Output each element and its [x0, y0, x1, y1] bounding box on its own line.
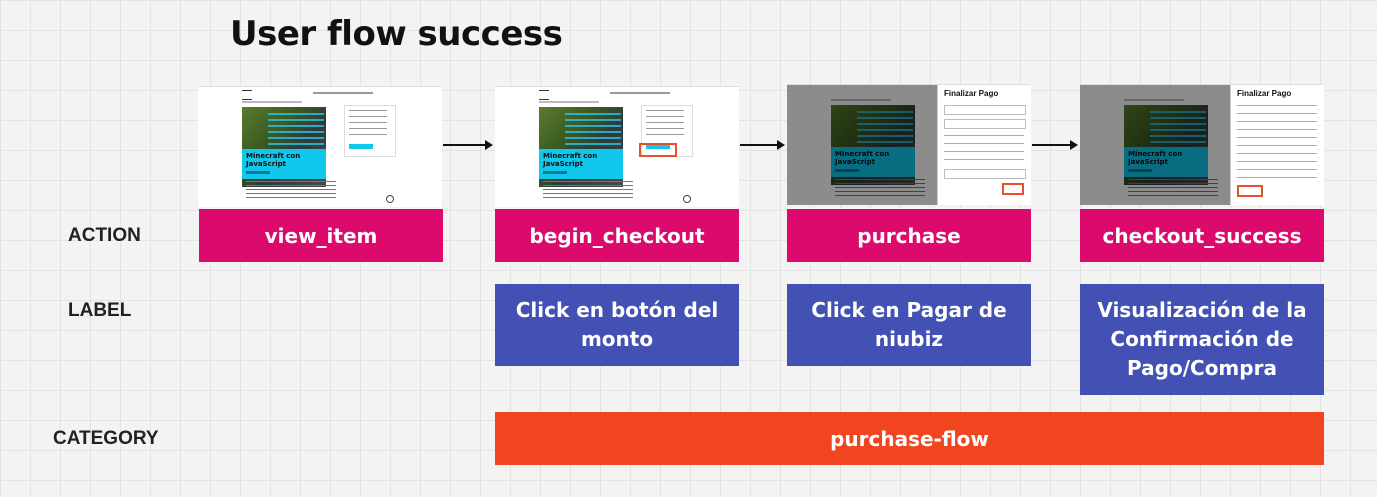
course-banner: Minecraft con JavaScript — [1124, 147, 1208, 177]
course-banner: Minecraft con JavaScript — [539, 149, 623, 179]
payment-panel: Finalizar Pago — [937, 85, 1031, 205]
label-begin-checkout: Click en botón del monto — [495, 284, 739, 366]
highlight-box — [1002, 183, 1024, 195]
screenshot-begin-checkout: Minecraft con JavaScript — [495, 86, 739, 207]
chat-icon — [386, 195, 394, 203]
flow-arrow — [740, 140, 785, 150]
chat-icon — [683, 195, 691, 203]
logo-icon — [539, 90, 549, 100]
label-checkout-success: Visualización de la Confirmación de Pago… — [1080, 284, 1324, 395]
action-checkout-success: checkout_success — [1080, 209, 1324, 262]
row-label-action: ACTION — [68, 225, 141, 246]
confirmation-panel: Finalizar Pago — [1230, 85, 1324, 205]
action-begin-checkout: begin_checkout — [495, 209, 739, 262]
action-view-item: view_item — [199, 209, 443, 262]
diagram-title: User flow success — [230, 14, 563, 54]
course-banner: Minecraft con JavaScript — [242, 149, 326, 179]
row-label-label: LABEL — [68, 300, 132, 321]
action-purchase: purchase — [787, 209, 1031, 262]
logo-icon — [242, 90, 252, 100]
highlight-box — [1237, 185, 1263, 197]
row-label-category: CATEGORY — [53, 428, 159, 449]
price-card — [641, 105, 693, 157]
flow-arrow — [443, 140, 493, 150]
label-purchase: Click en Pagar de niubiz — [787, 284, 1031, 366]
screenshot-view-item: Minecraft con JavaScript — [198, 86, 442, 207]
price-card — [344, 105, 396, 157]
category-purchase-flow: purchase-flow — [495, 412, 1324, 465]
screenshot-purchase: Minecraft con JavaScript Finalizar Pago — [787, 84, 1031, 205]
flow-arrow — [1032, 140, 1078, 150]
screenshot-checkout-success: Minecraft con JavaScript Finalizar Pago — [1080, 84, 1324, 205]
highlight-box — [639, 143, 677, 157]
course-banner: Minecraft con JavaScript — [831, 147, 915, 177]
